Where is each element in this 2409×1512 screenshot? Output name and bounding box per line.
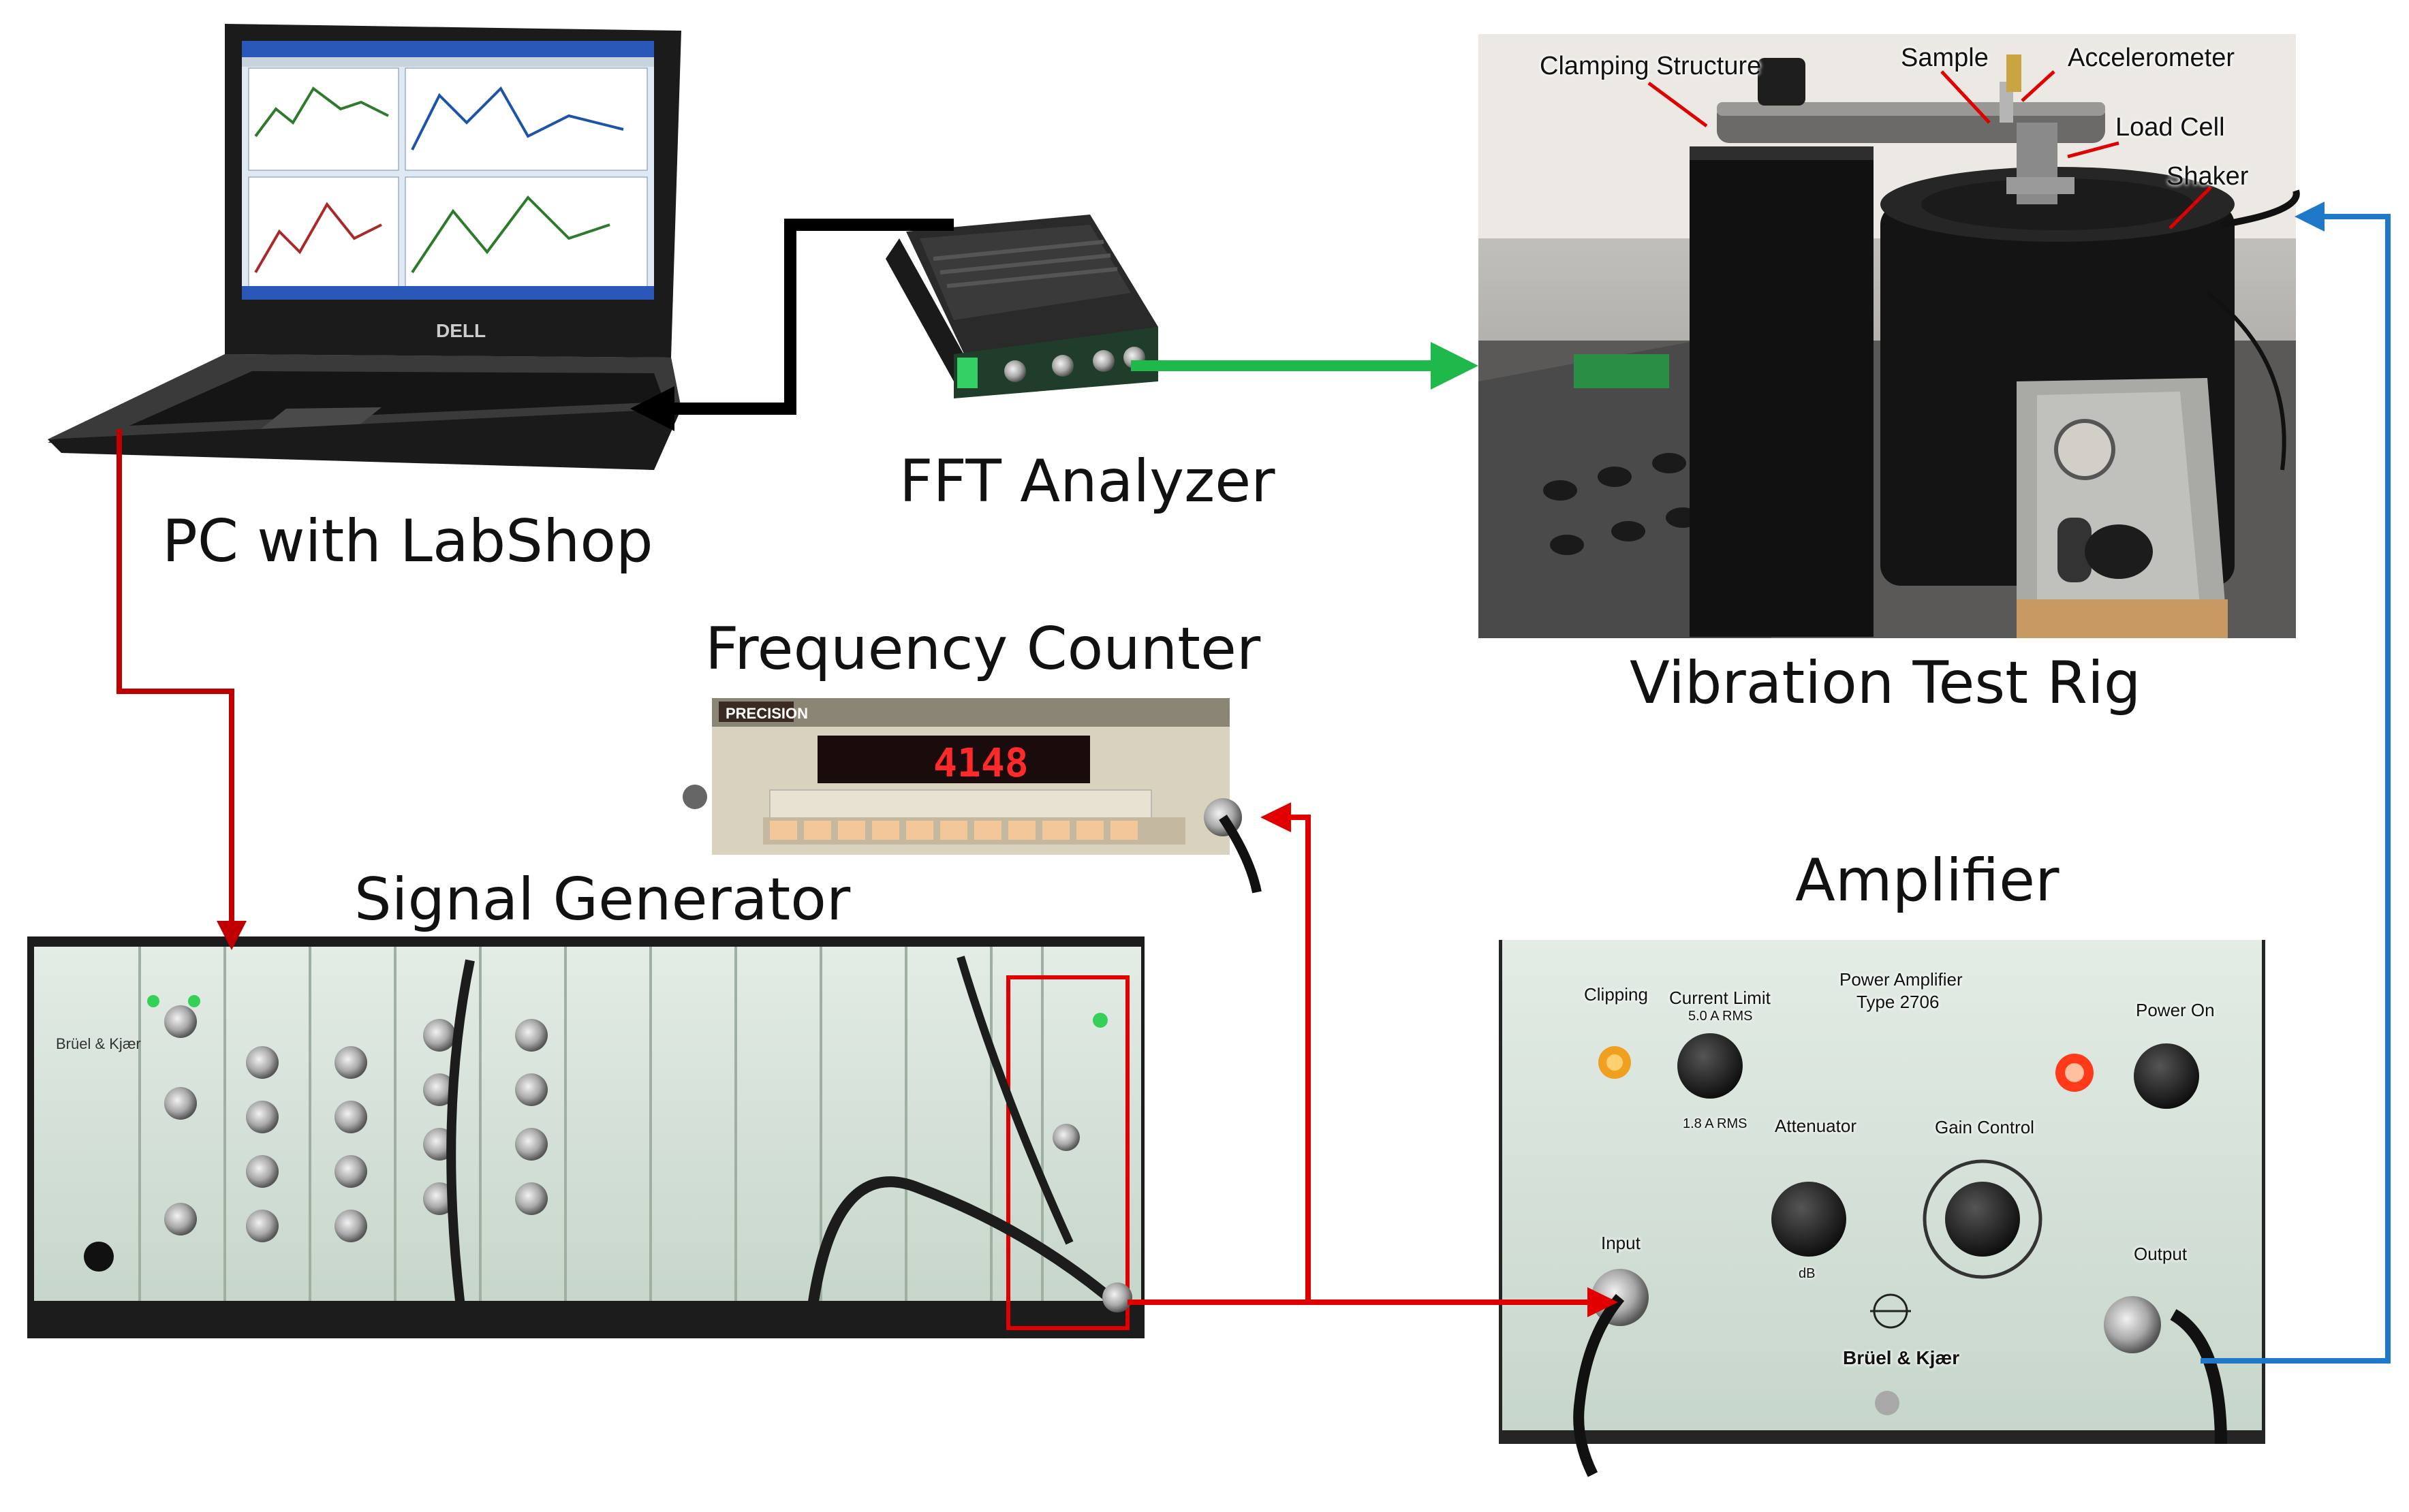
amp-power-on-label: Power On bbox=[2136, 1000, 2215, 1020]
amp-type: Type 2706 bbox=[1856, 992, 1940, 1012]
amp-attenuator-label: Attenuator bbox=[1775, 1116, 1856, 1136]
amp-title: Power Amplifier bbox=[1839, 969, 1963, 990]
counter-display: 4148 bbox=[933, 740, 1029, 786]
generator-to-counter-cable bbox=[1281, 815, 1311, 1302]
amp-current-low: 1.8 A RMS bbox=[1683, 1116, 1747, 1131]
amplifier-to-shaker-cable bbox=[2201, 214, 2391, 1364]
annotation-shaker: Shaker bbox=[2166, 162, 2249, 191]
laptop-brand: DELL bbox=[436, 320, 486, 341]
laptop-to-fft-cable bbox=[654, 219, 954, 415]
laptop-to-generator-cable bbox=[116, 429, 234, 933]
amp-clipping-label: Clipping bbox=[1584, 984, 1648, 1005]
signal-generator-label: Signal Generator bbox=[354, 866, 851, 934]
signal-generator-image: Brüel & Kjær bbox=[27, 936, 1145, 1338]
amplifier-label: Amplifier bbox=[1795, 847, 2060, 915]
arrowhead-to-generator bbox=[217, 921, 247, 950]
vibration-rig-photo bbox=[1478, 34, 2300, 638]
amp-current-value: 5.0 A RMS bbox=[1688, 1009, 1753, 1024]
frequency-counter-image: PRECISION 4148 bbox=[683, 698, 1262, 894]
annotation-load-cell: Load Cell bbox=[2115, 113, 2225, 142]
fft-analyzer-image bbox=[886, 215, 1158, 398]
arrowhead-to-laptop bbox=[630, 386, 674, 431]
counter-brand: PRECISION bbox=[726, 705, 808, 722]
generator-brand: Brüel & Kjær bbox=[56, 1035, 141, 1052]
annotation-accelerometer: Accelerometer bbox=[2068, 44, 2235, 72]
vibration-rig-label: Vibration Test Rig bbox=[1630, 649, 2141, 717]
amp-brand: Brüel & Kjær bbox=[1843, 1347, 1960, 1368]
laptop-image: DELL bbox=[48, 24, 681, 470]
pc-label: PC with LabShop bbox=[162, 507, 653, 576]
amp-current-limit-label: Current Limit bbox=[1669, 988, 1771, 1008]
annotation-sample: Sample bbox=[1901, 44, 1989, 72]
rig-annotation-arrows bbox=[1647, 70, 2212, 230]
annotation-clamping: Clamping Structure bbox=[1540, 52, 1762, 80]
arrowhead-to-counter bbox=[1260, 802, 1291, 832]
arrowhead-to-shaker bbox=[2295, 202, 2325, 232]
amp-output-label: Output bbox=[2134, 1244, 2188, 1264]
fft-analyzer-label: FFT Analyzer bbox=[899, 447, 1275, 516]
arrowhead-to-amplifier bbox=[1587, 1287, 1618, 1317]
amp-db-label: dB bbox=[1799, 1266, 1816, 1281]
amplifier-image bbox=[1499, 940, 2265, 1477]
amp-gain-control-label: Gain Control bbox=[1935, 1117, 2034, 1137]
amp-input-label: Input bbox=[1601, 1233, 1641, 1253]
frequency-counter-label: Frequency Counter bbox=[705, 615, 1261, 683]
arrowhead-to-rig bbox=[1431, 342, 1478, 390]
